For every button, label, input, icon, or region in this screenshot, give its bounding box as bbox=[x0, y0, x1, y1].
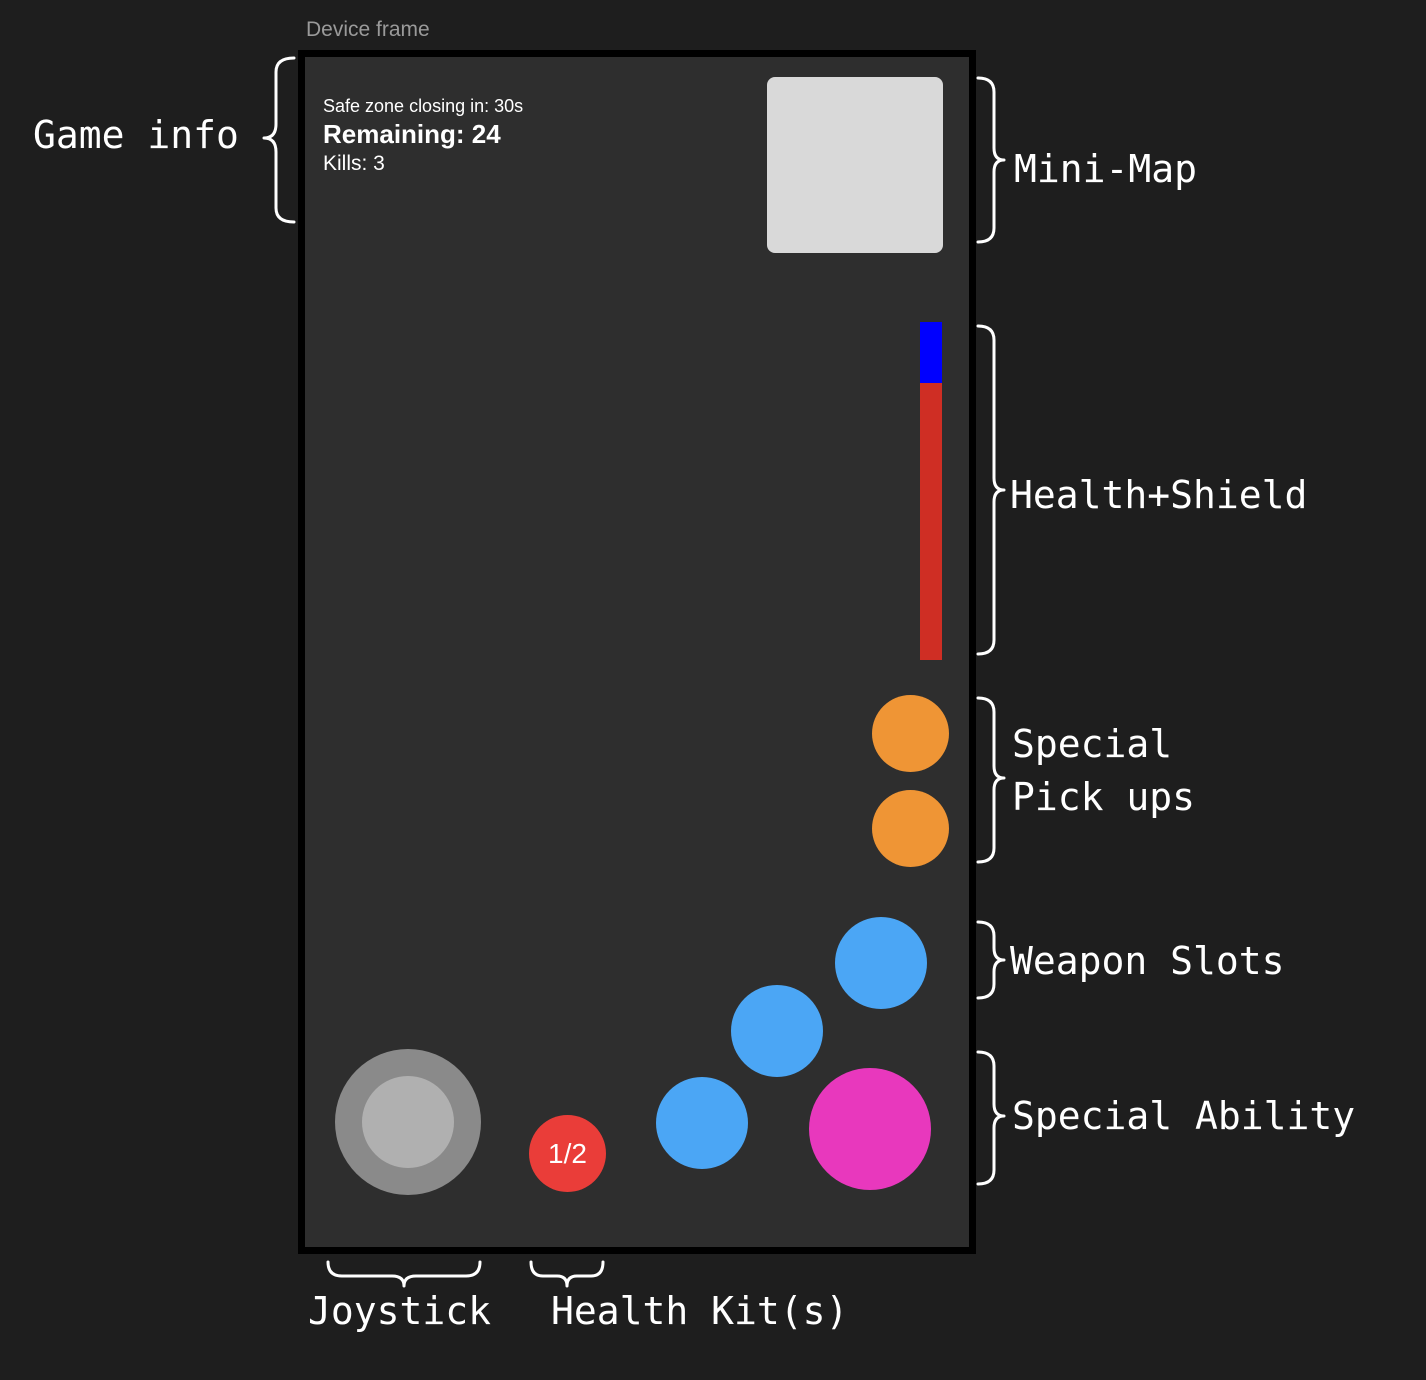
mini-map[interactable] bbox=[767, 77, 943, 253]
joystick-thumb[interactable] bbox=[362, 1076, 454, 1168]
annotation-health-shield: Health+Shield bbox=[1010, 473, 1308, 517]
kill-count: Kills: 3 bbox=[323, 152, 385, 175]
health-bar-fill bbox=[920, 382, 942, 660]
annotation-game-info: Game info bbox=[33, 113, 239, 157]
annotation-weapon-slots: Weapon Slots bbox=[1010, 939, 1285, 983]
weapon-slot-button[interactable] bbox=[656, 1077, 748, 1169]
safe-zone-timer: Safe zone closing in: 30s bbox=[323, 96, 524, 116]
special-pickup-button[interactable] bbox=[872, 790, 949, 867]
shield-bar-fill bbox=[920, 322, 942, 383]
players-remaining: Remaining: 24 bbox=[323, 119, 501, 149]
health-kit-button[interactable]: 1/2 bbox=[529, 1115, 606, 1192]
annotation-special-pickups-line1: Special bbox=[1012, 722, 1173, 766]
device-frame-label: Device frame bbox=[306, 18, 430, 41]
weapon-slot-button[interactable] bbox=[835, 917, 927, 1009]
health-shield-bar bbox=[920, 322, 942, 660]
health-shield-brace bbox=[976, 324, 1006, 656]
annotation-health-kits: Health Kit(s) bbox=[551, 1289, 849, 1333]
annotation-mini-map: Mini-Map bbox=[1014, 147, 1198, 191]
special-pickup-button[interactable] bbox=[872, 695, 949, 772]
device-frame: Safe zone closing in: 30s Remaining: 24 … bbox=[298, 50, 976, 1254]
mini-map-brace bbox=[976, 76, 1006, 244]
annotation-joystick: Joystick bbox=[308, 1289, 492, 1333]
joystick-brace bbox=[326, 1260, 482, 1288]
game-info: Safe zone closing in: 30s Remaining: 24 … bbox=[323, 95, 523, 177]
game-info-brace bbox=[262, 56, 296, 224]
weapon-slot-button[interactable] bbox=[731, 985, 823, 1077]
special-ability-button[interactable] bbox=[809, 1068, 931, 1190]
annotation-special-pickups-line2: Pick ups bbox=[1012, 775, 1196, 819]
health-kits-brace bbox=[529, 1260, 605, 1288]
annotation-special-ability: Special Ability bbox=[1012, 1094, 1356, 1138]
weapon-slots-brace bbox=[976, 920, 1006, 1000]
special-ability-brace bbox=[976, 1050, 1006, 1186]
special-pickups-brace bbox=[976, 696, 1006, 864]
